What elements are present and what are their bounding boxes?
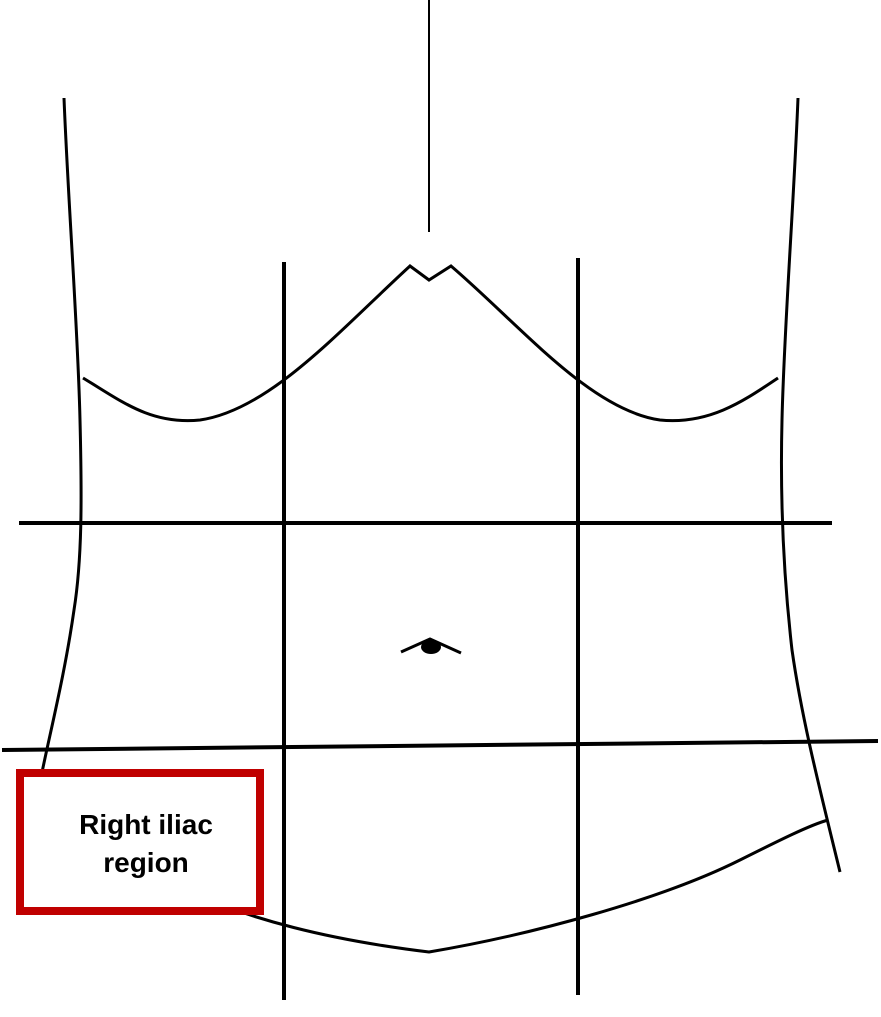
torso-right-outline [779,97,842,873]
transtubercular-plane-line [1,739,879,752]
costal-margin [82,264,779,423]
torso-left-outline [36,97,83,793]
right-iliac-region-label: Right iliac region [79,809,213,878]
umbilicus-icon [400,637,462,655]
lower-abdomen-outline [179,818,829,954]
right-iliac-region-highlight-box [16,769,264,915]
